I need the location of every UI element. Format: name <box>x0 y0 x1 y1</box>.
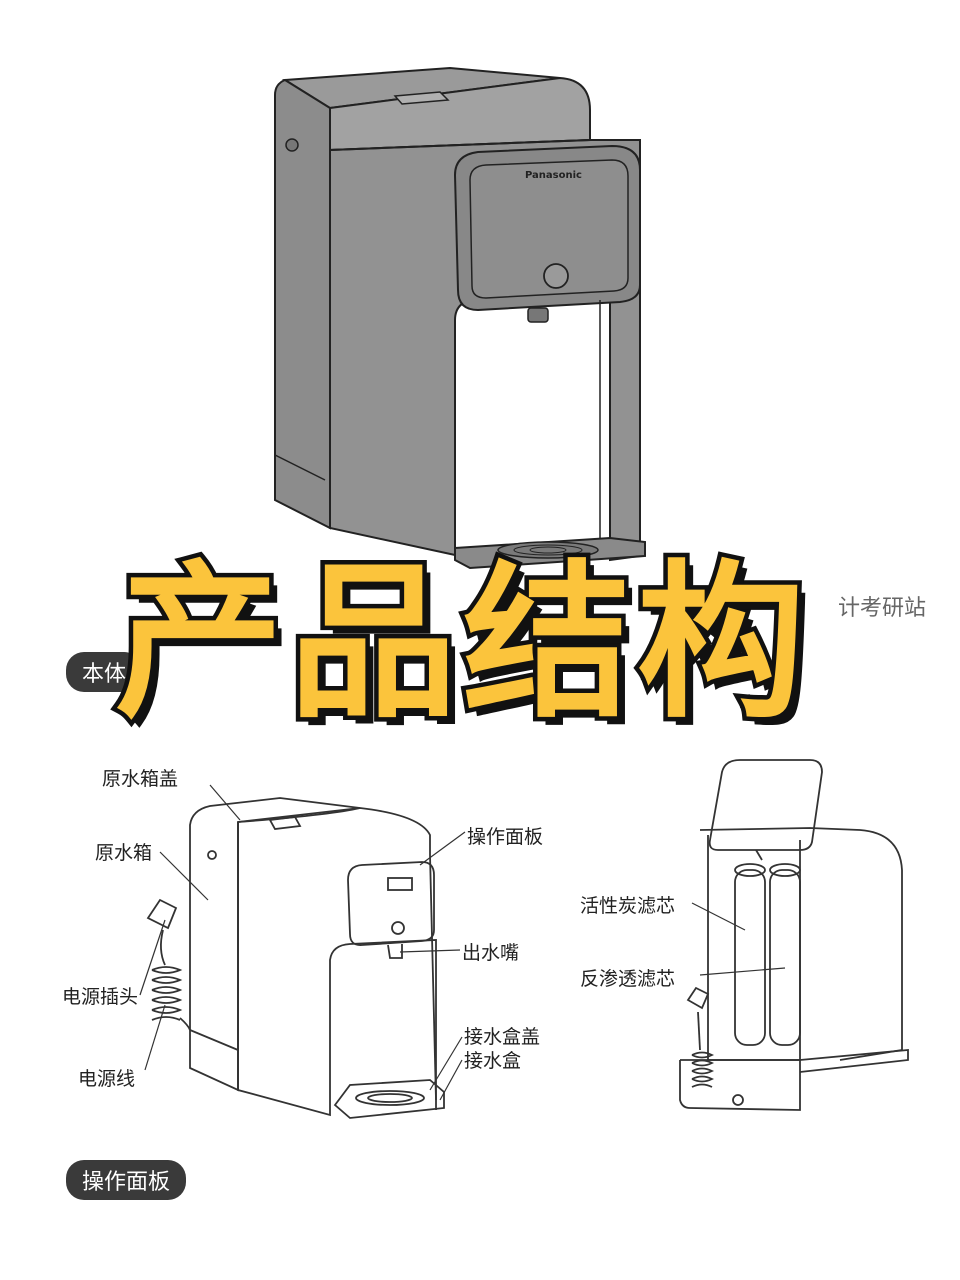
brand-logo: Panasonic <box>525 170 582 181</box>
label-tank: 原水箱 <box>95 842 153 864</box>
purifier-main-illustration: Panasonic <box>274 66 646 570</box>
label-ro-filter: 反渗透滤芯 <box>580 968 676 990</box>
section-main-unit: 本体 <box>66 652 143 692</box>
watermark-text: 计考研站 <box>838 596 927 621</box>
page-title: 产品结构 <box>111 544 811 743</box>
label-carbon-filter: 活性炭滤芯 <box>580 895 676 917</box>
section-control-panel: 操作面板 <box>66 1160 187 1200</box>
label-tray-lid: 接水盒盖 <box>464 1026 541 1048</box>
label-tray: 接水盒 <box>464 1050 522 1072</box>
label-plug: 电源插头 <box>62 986 139 1008</box>
label-tank-lid: 原水箱盖 <box>102 768 179 790</box>
label-cord: 电源线 <box>78 1068 136 1090</box>
label-panel: 操作面板 <box>467 826 544 848</box>
label-spout: 出水嘴 <box>462 942 520 964</box>
